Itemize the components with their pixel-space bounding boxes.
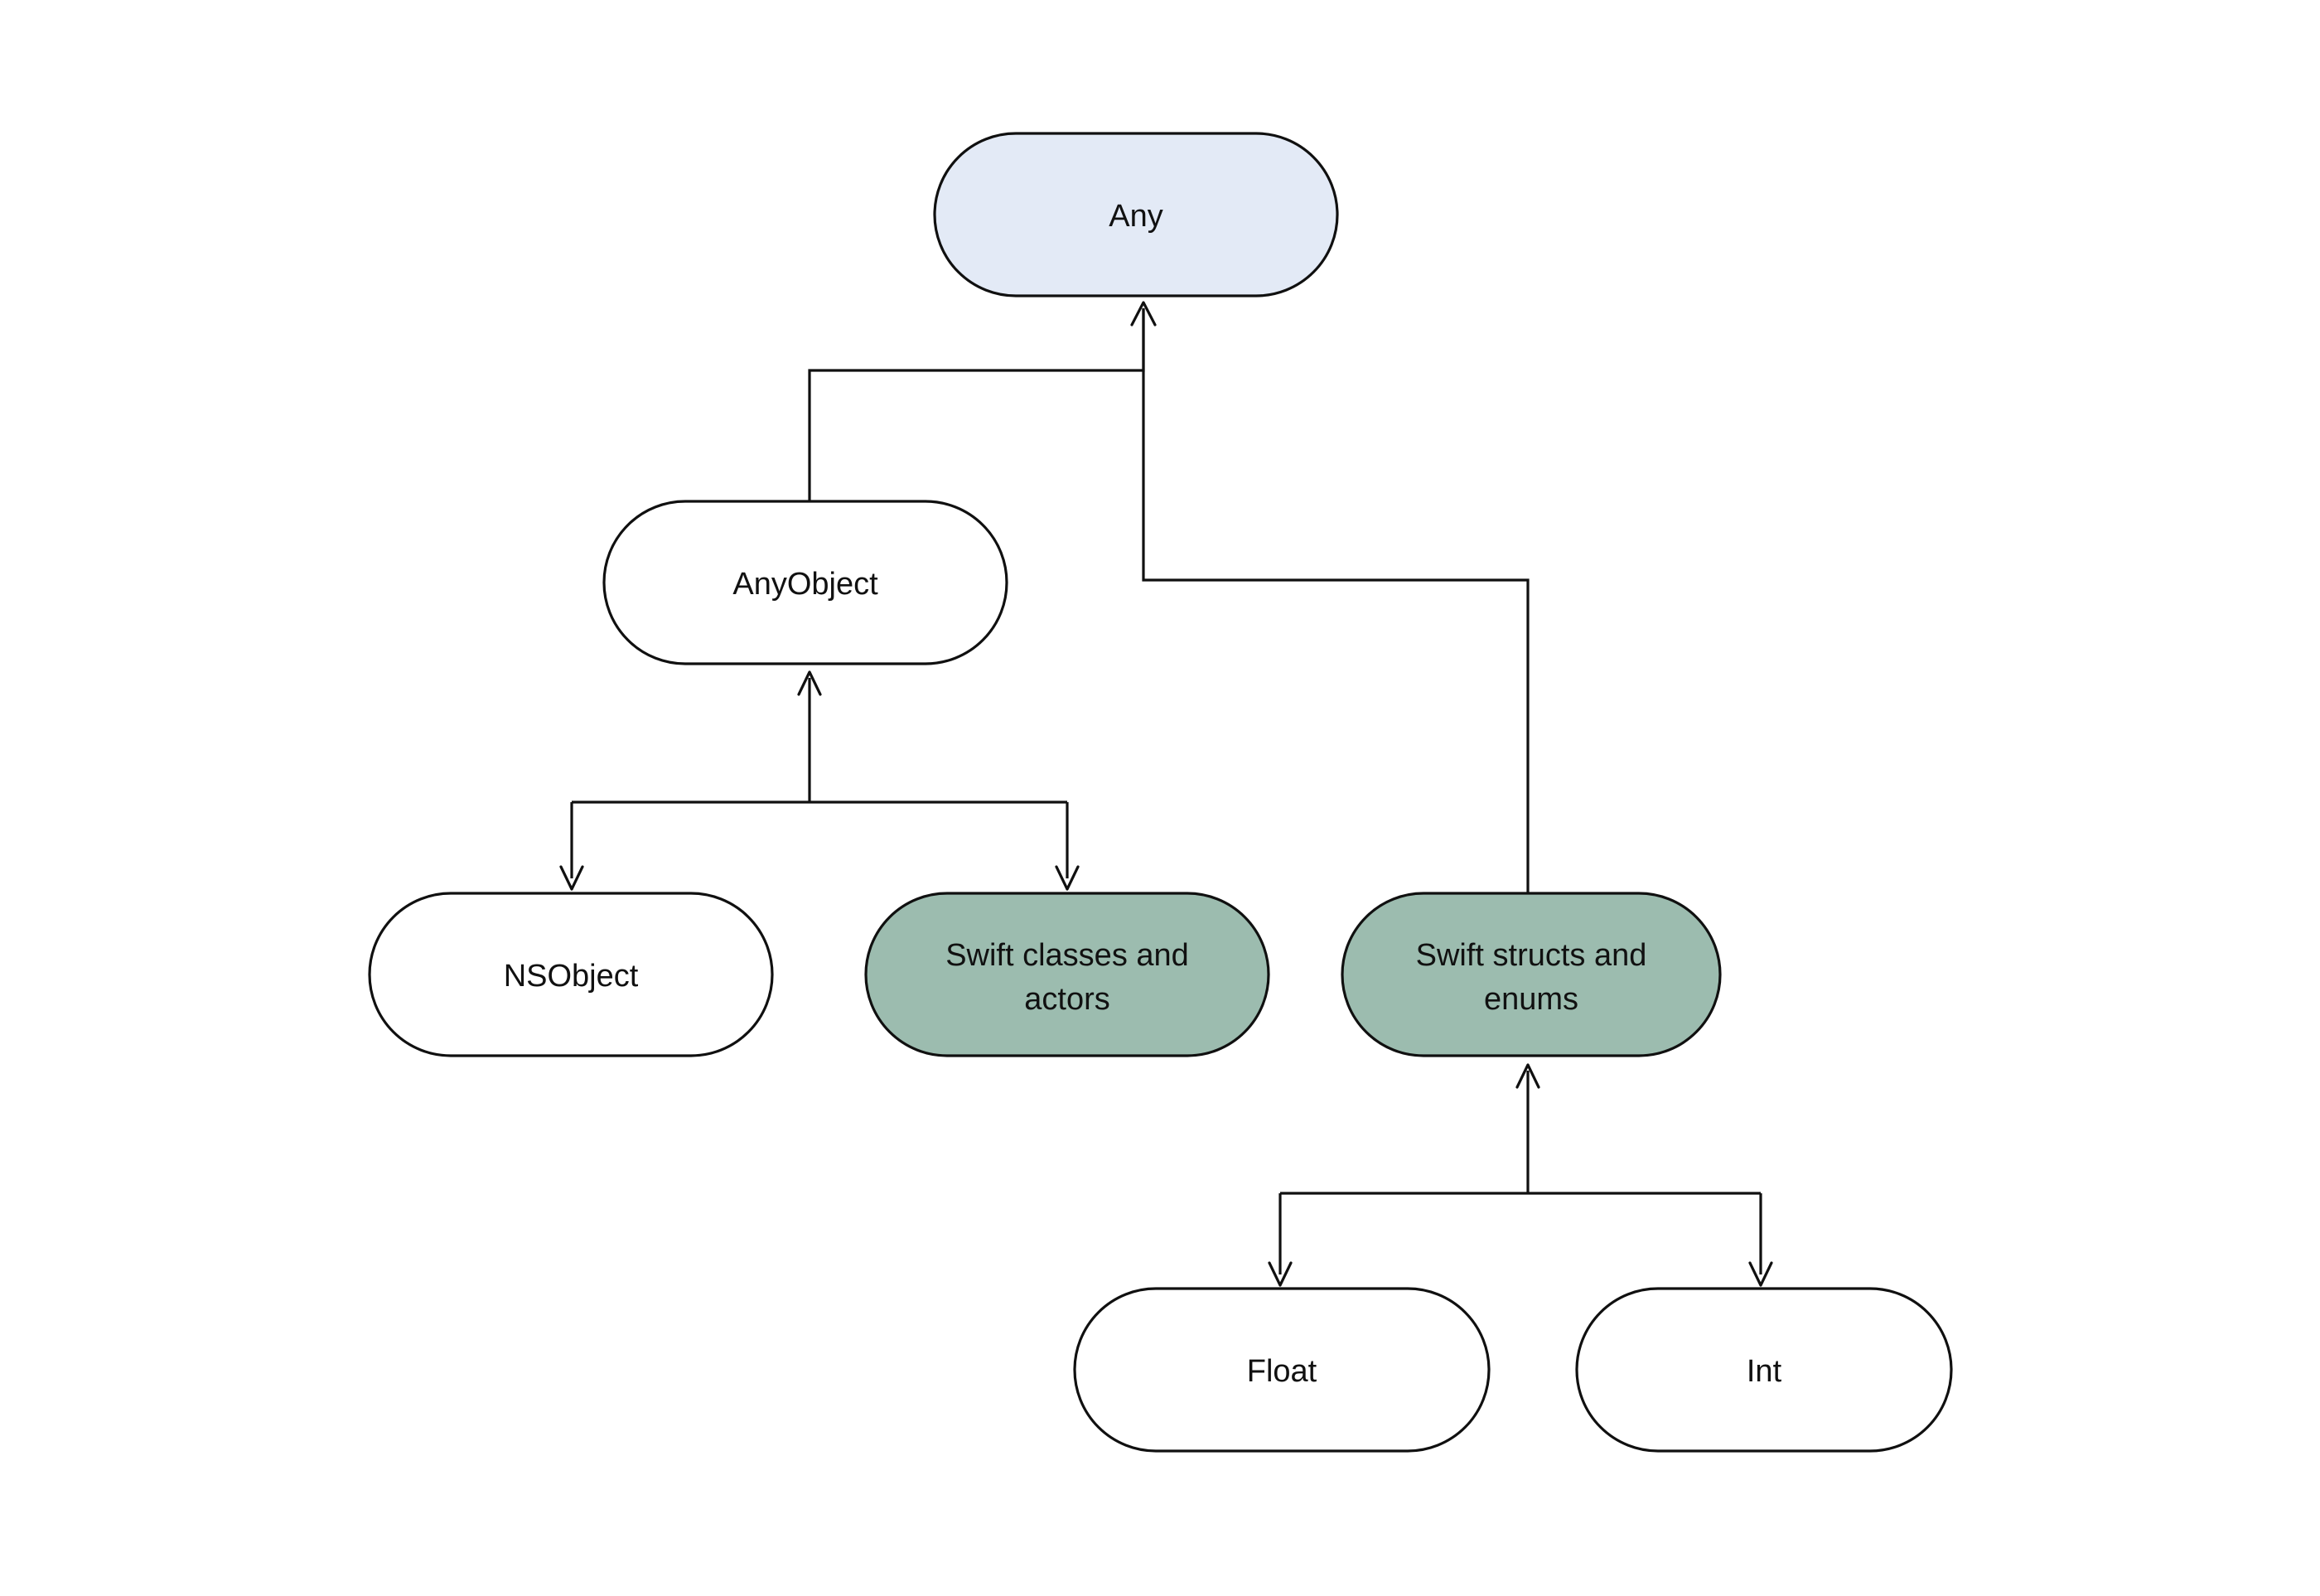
edge-anyobject-to-nsobject bbox=[559, 802, 584, 891]
edge-anyobject-to-swift-classes bbox=[1055, 802, 1080, 891]
node-layer: Any AnyObject NSObject Swift classes and… bbox=[368, 132, 1953, 1453]
node-swift-structs-enums[interactable]: Swift structs and enums bbox=[1341, 892, 1722, 1057]
node-float[interactable]: Float bbox=[1073, 1287, 1491, 1453]
edge-anyobject-to-any-path bbox=[808, 308, 1145, 501]
node-swift-classes-actors[interactable]: Swift classes and actors bbox=[864, 892, 1270, 1057]
arrowhead-into-swift-structs-icon bbox=[1515, 1063, 1540, 1089]
node-any[interactable]: Any bbox=[933, 132, 1339, 297]
edge-structs-to-any bbox=[1130, 301, 1530, 893]
arrowhead-into-anyobject-icon bbox=[797, 670, 822, 696]
edge-bus-to-swift-structs bbox=[1515, 1063, 1540, 1193]
node-nsobject[interactable]: NSObject bbox=[368, 892, 774, 1057]
edge-structs-to-any-path bbox=[1142, 308, 1530, 893]
node-float-shape[interactable] bbox=[1073, 1287, 1491, 1453]
node-any-shape[interactable] bbox=[933, 132, 1339, 297]
arrowhead-into-int-icon bbox=[1748, 1261, 1773, 1287]
node-int[interactable]: Int bbox=[1575, 1287, 1953, 1453]
arrowhead-into-nsobject-icon bbox=[559, 865, 584, 891]
arrowhead-into-swift-classes-icon bbox=[1055, 865, 1080, 891]
node-anyobject[interactable]: AnyObject bbox=[602, 500, 1008, 665]
edge-anyobject-to-any bbox=[808, 308, 1145, 501]
node-nsobject-shape[interactable] bbox=[368, 892, 774, 1057]
node-swift-structs-enums-shape[interactable] bbox=[1341, 892, 1722, 1057]
edge-structs-to-float bbox=[1268, 1193, 1293, 1287]
edge-layer bbox=[559, 301, 1773, 1287]
arrowhead-into-float-icon bbox=[1268, 1261, 1293, 1287]
node-swift-classes-actors-shape[interactable] bbox=[864, 892, 1270, 1057]
edge-structs-to-int bbox=[1748, 1193, 1773, 1287]
node-int-shape[interactable] bbox=[1575, 1287, 1953, 1453]
node-anyobject-shape[interactable] bbox=[602, 500, 1008, 665]
edge-bus-to-anyobject bbox=[797, 670, 822, 802]
arrowhead-into-any-icon bbox=[1130, 301, 1157, 326]
